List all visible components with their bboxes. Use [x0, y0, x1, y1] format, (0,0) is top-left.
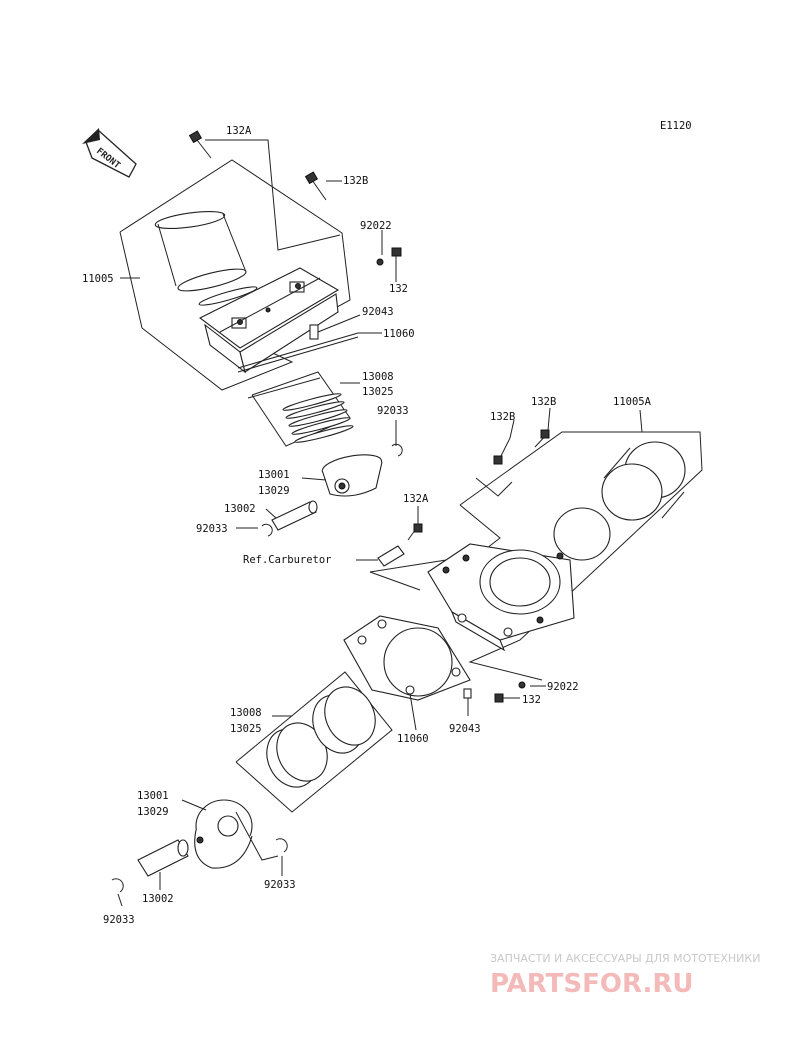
label-92033-mid: 92033 — [196, 523, 228, 535]
label-92033-bottom2: 92033 — [103, 914, 135, 926]
gasket-11060-bottom — [343, 615, 471, 701]
label-132A-top: 132A — [226, 125, 252, 137]
label-132B-top: 132B — [343, 175, 368, 187]
cylinder-liner-bottom — [553, 441, 686, 561]
bolt-132B-r1 — [493, 437, 511, 465]
bolt-132-bottom — [494, 693, 520, 703]
label-11005A: 11005A — [613, 396, 652, 408]
leader-piston-bottom — [235, 811, 279, 861]
label-13025-top: 13025 — [362, 386, 394, 398]
piston-bottom — [194, 799, 253, 869]
cylinder-block-bottom — [427, 543, 575, 652]
bolt-132B-r2 — [534, 429, 550, 448]
bolt-132A-top — [188, 130, 212, 159]
label-132-bottom: 132 — [522, 694, 541, 706]
label-13008-top: 13008 — [362, 371, 394, 383]
piston-pin-top — [271, 500, 318, 531]
label-132B-r1: 132B — [490, 411, 515, 423]
circlip-92033-bot2 — [111, 878, 124, 893]
label-13025-bottom: 13025 — [230, 723, 262, 735]
carburetor-fitting — [377, 545, 405, 567]
bolt-132A-mid — [407, 523, 423, 541]
label-ref-carburetor: Ref.Carburetor — [243, 554, 332, 566]
front-arrow-icon: FRONT — [82, 128, 137, 178]
piston-rings-top — [247, 371, 354, 447]
label-13029-bottom: 13029 — [137, 806, 169, 818]
label-13029-top: 13029 — [258, 485, 290, 497]
label-92033-bottom1: 92033 — [264, 879, 296, 891]
piston-pin-bottom — [137, 839, 189, 877]
label-11060-bottom: 11060 — [397, 733, 429, 745]
label-92043-top: 92043 — [362, 306, 394, 318]
label-13002-top: 13002 — [224, 503, 256, 515]
piston-rings-bottom — [235, 671, 393, 813]
washer-92022-bottom — [518, 681, 526, 689]
label-132-top: 132 — [389, 283, 408, 295]
circlip-92033-top — [391, 443, 403, 457]
label-13008-bottom: 13008 — [230, 707, 262, 719]
label-13001-top: 13001 — [258, 469, 290, 481]
label-11060-top: 11060 — [383, 328, 415, 340]
watermark-tagline: ЗАПЧАСТИ И АКСЕССУАРЫ ДЛЯ МОТОТЕХНИКИ — [490, 952, 760, 965]
piston-top — [321, 454, 383, 497]
watermark-logo: PARTSFOR.RU — [490, 969, 693, 999]
label-92022-top: 92022 — [360, 220, 392, 232]
circlip-92033-mid — [261, 523, 273, 537]
cylinder-block-top — [198, 267, 340, 374]
circlip-92033-bot1 — [275, 838, 288, 853]
dowel-92043-bottom — [463, 688, 472, 699]
label-13001-bottom: 13001 — [137, 790, 169, 802]
bolt-132-top — [391, 247, 402, 270]
gasket-11060-top — [237, 332, 359, 373]
label-92033-top: 92033 — [377, 405, 409, 417]
leader-lines — [117, 139, 643, 907]
diagram-code: E1120 — [660, 120, 692, 132]
bolt-132B-top — [304, 171, 327, 201]
label-13002-bottom: 13002 — [142, 893, 174, 905]
label-92043-bottom: 92043 — [449, 723, 481, 735]
cylinder-liner-top — [154, 210, 258, 306]
label-11005: 11005 — [82, 273, 114, 285]
label-132A-mid: 132A — [403, 493, 429, 505]
dowel-92043-top — [309, 324, 319, 340]
label-92022-bottom: 92022 — [547, 681, 579, 693]
label-132B-r2: 132B — [531, 396, 556, 408]
washer-92022-top — [376, 258, 384, 266]
